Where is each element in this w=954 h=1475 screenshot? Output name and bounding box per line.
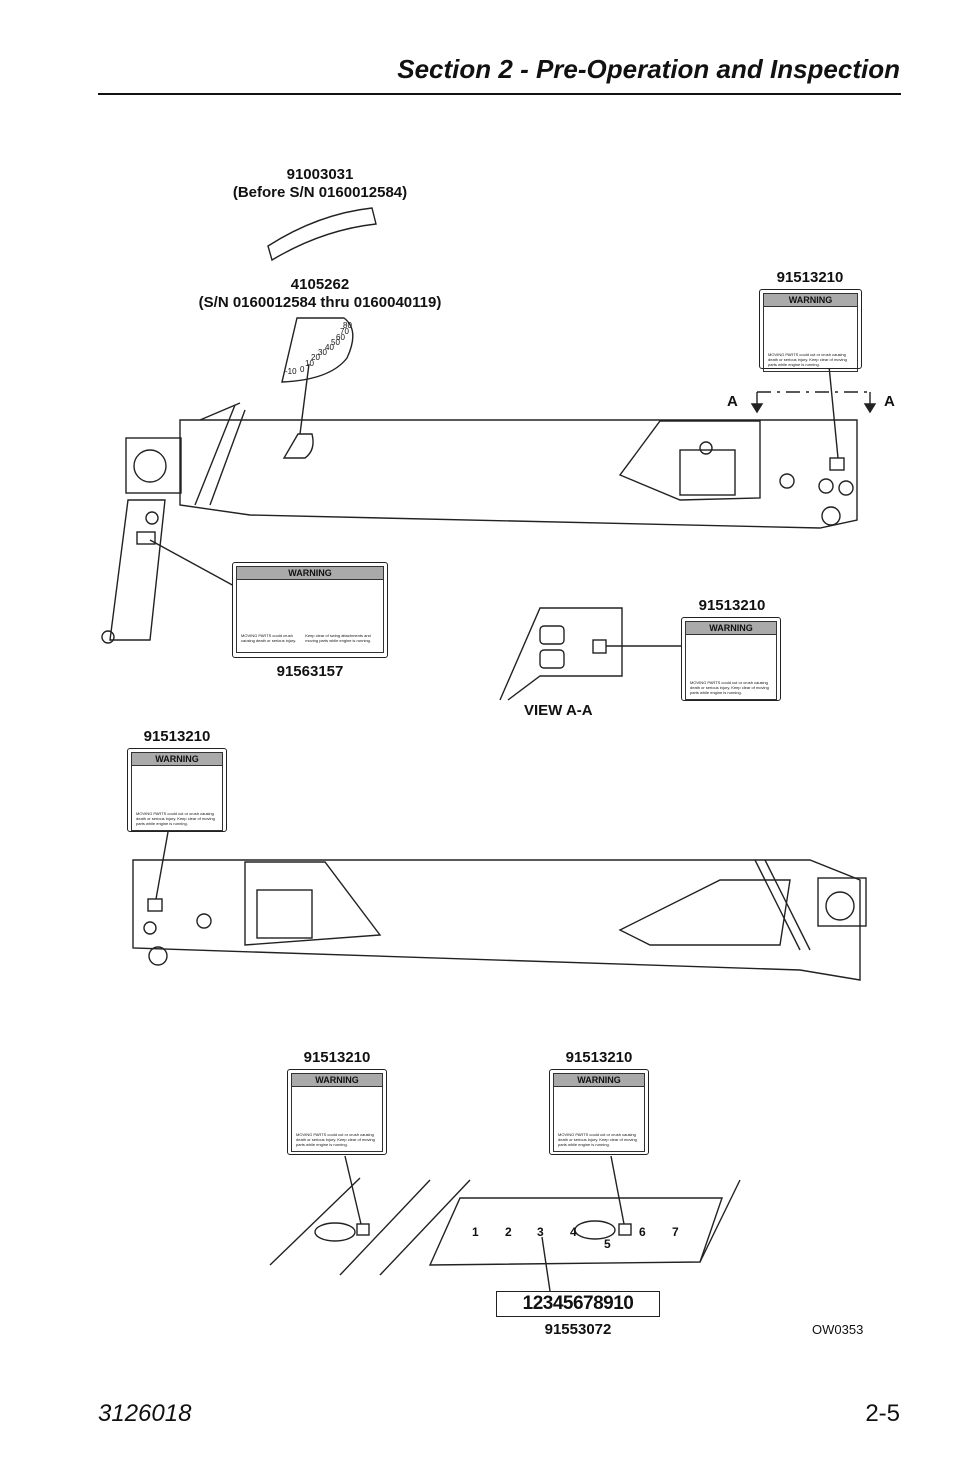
angle-mark-0: 0 (300, 365, 305, 374)
decal-marker-bottom-left (356, 1223, 370, 1236)
decal-marker-top-right (829, 457, 845, 471)
label-indicator-new-part: 4105262 (290, 276, 350, 293)
boom-middle (132, 859, 861, 981)
warning-header: WARNING (553, 1073, 645, 1087)
warning-header: WARNING (763, 293, 858, 307)
view-aa-section (499, 607, 623, 701)
label-decal-numbers: 91553072 (544, 1321, 612, 1338)
label-indicator-new-serial: (S/N 0160012584 thru 0160040119) (198, 294, 442, 311)
angle-mark-20: 20 (311, 353, 320, 362)
header-rule (98, 93, 901, 95)
angle-scale-marks: -10 0 10 20 30 40 50 60 70 80 (285, 321, 352, 376)
label-decal-top-right: 91513210 (776, 269, 844, 286)
angle-mark-10: 10 (305, 359, 314, 368)
decal-marker-bottom-right (618, 1223, 632, 1236)
boom-number-4: 4 (570, 1225, 577, 1239)
warning-message-right: Keep clear of swing attachments and movi… (305, 633, 372, 643)
view-aa-title: VIEW A-A (524, 702, 593, 719)
crush-hand-icon (291, 1087, 383, 1131)
warning-message: MOVING PARTS could cut or crush causing … (553, 1131, 645, 1152)
angle-indicator-new (281, 317, 354, 383)
warning-header: WARNING (685, 621, 777, 635)
section-marker-a-right: A (884, 393, 895, 410)
label-decal-bottom-left: 91513210 (303, 1049, 371, 1066)
warning-decal-view-aa: WARNING MOVING PARTS could cut or crush … (681, 617, 781, 701)
boom-number-7: 7 (672, 1225, 679, 1239)
boom-arm (109, 499, 166, 641)
angle-mark-60: 60 (336, 333, 345, 342)
decal-marker-left-mid (147, 898, 163, 912)
warning-decal-bottom-left: WARNING MOVING PARTS could cut or crush … (287, 1069, 387, 1155)
crush-hand-icon (685, 635, 777, 679)
section-marker-a-left: A (727, 393, 738, 410)
boom-number-1: 1 (472, 1225, 479, 1239)
boom-number-marks: 1 2 3 4 5 6 7 (472, 1225, 679, 1251)
page-title: Section 2 - Pre-Operation and Inspection (397, 54, 900, 84)
angle-mark-40: 40 (325, 343, 334, 352)
boom-top (179, 419, 858, 529)
label-decal-swing: 91563157 (276, 663, 344, 680)
boom-bottom (428, 1197, 723, 1266)
warning-header: WARNING (291, 1073, 383, 1087)
label-decal-view-aa: 91513210 (698, 597, 766, 614)
label-decal-left-mid: 91513210 (143, 728, 211, 745)
figure-reference: OW0353 (812, 1322, 864, 1337)
label-indicator-old-part: 91003031 (286, 166, 354, 183)
angle-mark-minus10: -10 (285, 367, 297, 376)
swing-crush-icon (236, 580, 384, 632)
warning-decal-left-mid: WARNING MOVING PARTS could cut or crush … (127, 748, 227, 832)
page-number: 2-5 (865, 1400, 900, 1427)
angle-mark-80: 80 (343, 321, 352, 330)
doc-number: 3126018 (98, 1400, 192, 1427)
warning-header: WARNING (236, 566, 384, 580)
label-indicator-old-serial: (Before S/N 0160012584) (232, 184, 408, 201)
warning-header: WARNING (131, 752, 223, 766)
angle-decal-on-boom (282, 433, 314, 459)
boom-number-3: 3 (537, 1225, 544, 1239)
crush-hand-icon (131, 766, 223, 810)
boom-number-6: 6 (639, 1225, 646, 1239)
warning-message-left: MOVING PARTS could crush causing death o… (241, 633, 297, 643)
warning-decal-swing: WARNING MOVING PARTS could crush causing… (232, 562, 388, 658)
angle-mark-50: 50 (331, 338, 340, 347)
label-decal-bottom-right: 91513210 (565, 1049, 633, 1066)
warning-message: MOVING PARTS could cut or crush causing … (763, 351, 858, 372)
warning-decal-bottom-right: WARNING MOVING PARTS could cut or crush … (549, 1069, 649, 1155)
number-decal-strip: 12345678910 (496, 1291, 660, 1317)
boom-number-5: 5 (604, 1237, 611, 1251)
crush-hand-icon (553, 1087, 645, 1131)
crush-hand-icon (763, 307, 858, 351)
angle-mark-30: 30 (318, 348, 327, 357)
label-indicator-old: 91003031 (Before S/N 0160012584) (220, 166, 420, 202)
warning-message: MOVING PARTS could cut or crush causing … (291, 1131, 383, 1152)
warning-message: MOVING PARTS could cut or crush causing … (131, 810, 223, 831)
angle-indicator-old (267, 207, 377, 262)
boom-number-2: 2 (505, 1225, 512, 1239)
warning-message: MOVING PARTS could cut or crush causing … (685, 679, 777, 700)
warning-decal-top-right: WARNING MOVING PARTS could cut or crush … (759, 289, 862, 372)
label-indicator-new: 4105262 (S/N 0160012584 thru 0160040119) (180, 276, 460, 312)
angle-mark-70: 70 (340, 327, 349, 336)
